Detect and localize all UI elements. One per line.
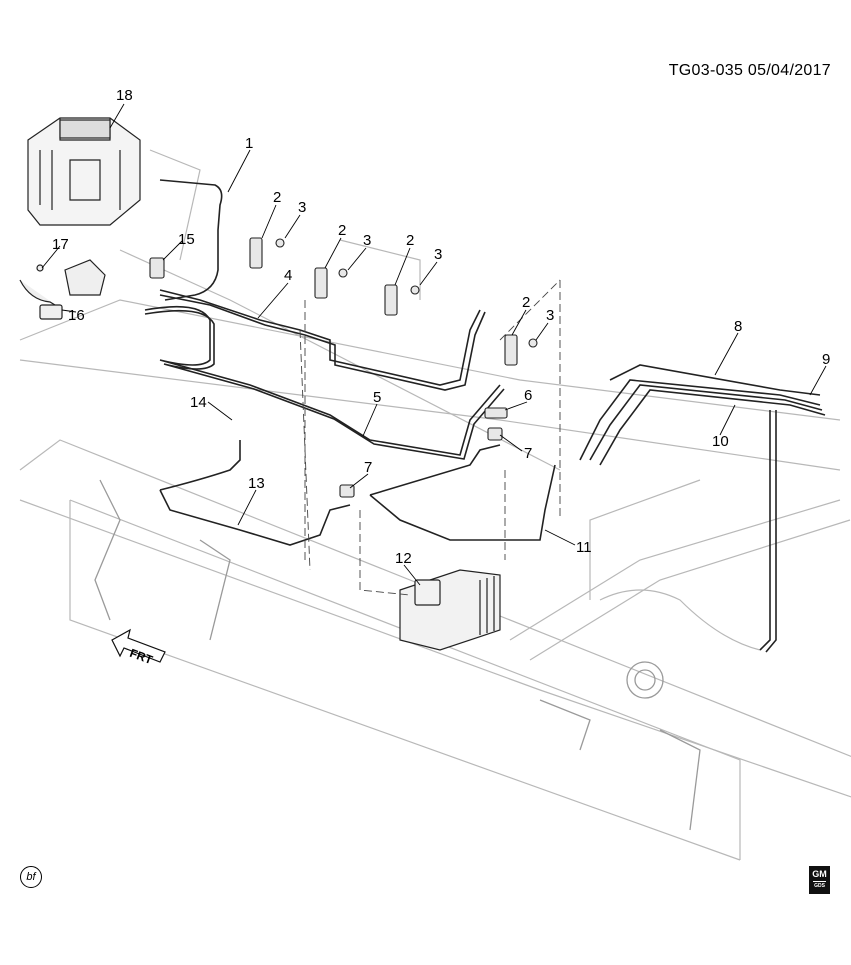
- callout-7a: 7: [524, 445, 532, 462]
- document-id: TG03-035 05/04/2017: [668, 62, 831, 79]
- callout-3d: 3: [546, 307, 554, 324]
- callout-2c: 2: [406, 232, 414, 249]
- callout-3c: 3: [434, 246, 442, 263]
- callout-leaders: [41, 103, 827, 586]
- callout-1: 1: [245, 135, 253, 152]
- callout-10: 10: [712, 433, 729, 450]
- fuel-pump-module: [27, 117, 141, 226]
- callout-11: 11: [576, 539, 592, 556]
- gm-logo-icon: GM GDS: [809, 866, 830, 894]
- callout-3a: 3: [298, 199, 306, 216]
- callout-17: 17: [52, 236, 69, 253]
- evap-canister: [399, 569, 501, 651]
- fuel-pressure-sensor: [19, 259, 106, 320]
- callout-13: 13: [248, 475, 265, 492]
- callout-14: 14: [190, 394, 207, 411]
- callout-3b: 3: [363, 232, 371, 249]
- gm-logo-text: GM: [812, 869, 827, 879]
- fuel-line-clips: [149, 237, 538, 498]
- callout-15: 15: [178, 231, 195, 248]
- callout-6: 6: [524, 387, 532, 404]
- callout-5: 5: [373, 389, 381, 406]
- callout-2b: 2: [338, 222, 346, 239]
- front-arrow-icon: FRT: [111, 628, 166, 667]
- callout-7b: 7: [364, 459, 372, 476]
- callout-16: 16: [68, 307, 85, 324]
- gm-logo-sub: GDS: [814, 883, 825, 889]
- callout-8: 8: [734, 318, 742, 335]
- callout-18: 18: [116, 87, 133, 104]
- dash-leaders: [299, 279, 561, 596]
- callout-9: 9: [822, 351, 830, 368]
- callout-numbers: 18 1 2 3 2 3 2 3 2 3 4 5 6 7 7 8 9 10 11…: [52, 87, 830, 567]
- callout-2d: 2: [522, 294, 530, 311]
- callout-4: 4: [284, 267, 292, 284]
- corner-mark: bf: [20, 866, 42, 888]
- callout-2a: 2: [273, 189, 281, 206]
- fuel-lines: [144, 179, 826, 653]
- frame-crossmember: [94, 479, 701, 831]
- callout-12: 12: [395, 550, 412, 567]
